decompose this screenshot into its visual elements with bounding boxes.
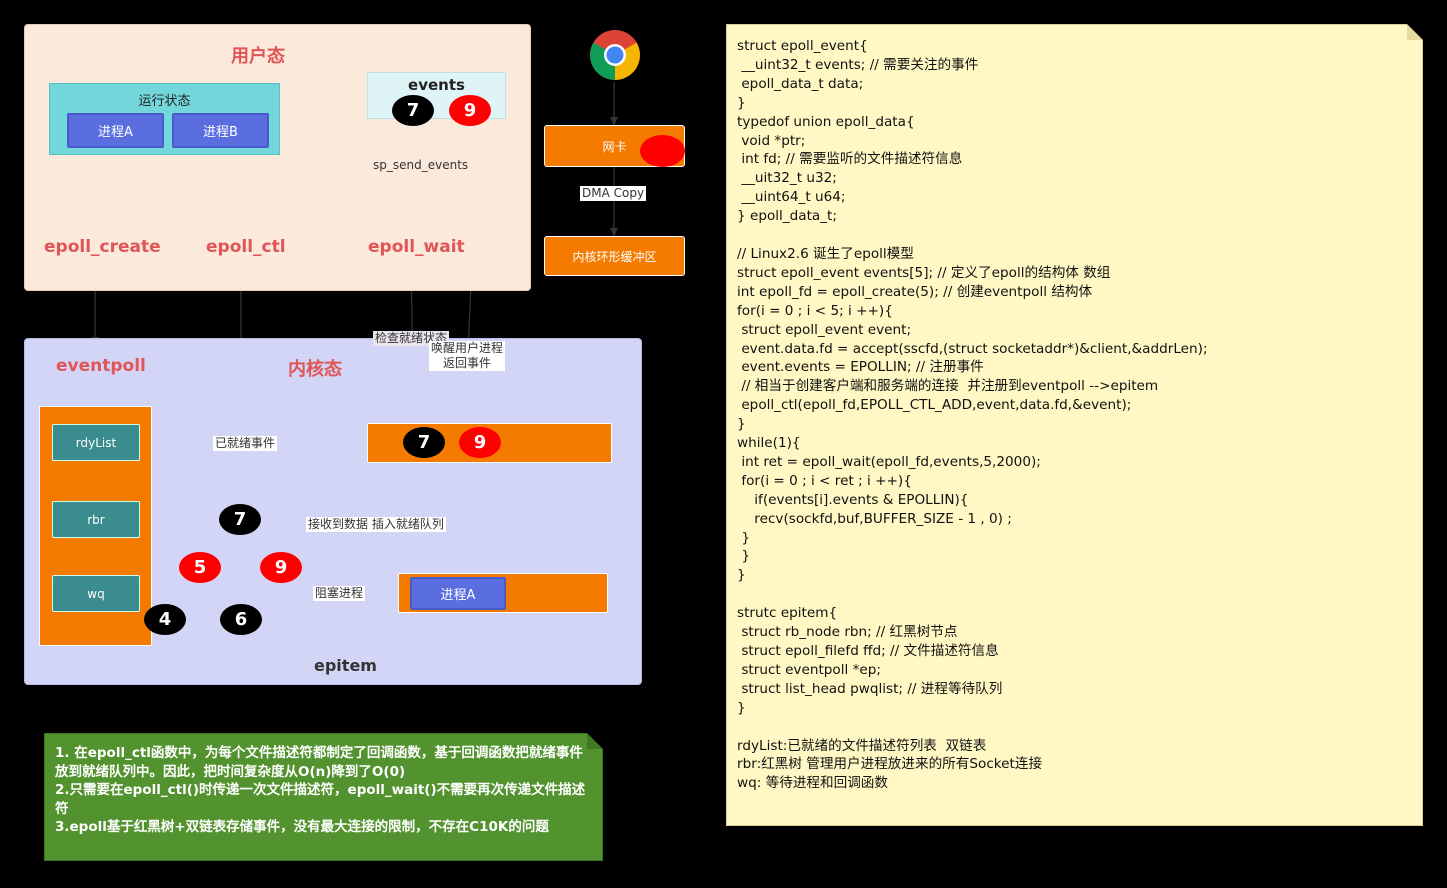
process-a-kernel: 进程A [410, 577, 506, 610]
code-line: epoll_data_t data; [737, 75, 864, 92]
code-line: typedof union epoll_data{ [737, 113, 915, 130]
note-line-1: 1. 在epoll_ctl函数中，为每个文件描述符都制定了回调函数，基于回调函数… [55, 745, 583, 780]
code-line: struct epoll_event event; [737, 321, 912, 338]
code-block: struct epoll_event{ __uint32_t events; /… [727, 25, 1422, 793]
code-line: strutc epitem{ [737, 605, 838, 622]
ring-buffer-box: 内核环形缓冲区 [544, 236, 685, 276]
recv-label: 接收到数据 插入就绪队列 [306, 517, 446, 532]
code-line: struct epoll_event{ [737, 38, 868, 54]
eventpoll-label: eventpoll [56, 356, 146, 376]
tree-node-5: 5 [179, 552, 221, 583]
epoll-wait-label: epoll_wait [368, 237, 465, 257]
code-line [737, 226, 1422, 245]
code-line: // Linux2.6 诞生了epoll模型 [737, 245, 914, 262]
note-line-2: 2.只需要在epoll_ctl()时传递一次文件描述符，epoll_wait()… [55, 782, 586, 817]
process-b-user: 进程B [172, 113, 269, 148]
ready-value-7: 7 [403, 427, 445, 458]
note-line-3: 3.epoll基于红黑树+双链表存储事件，没有最大连接的限制，不存在C10K的问… [55, 819, 549, 835]
code-line: while(1){ [737, 435, 801, 452]
user-space-title: 用户态 [231, 46, 285, 67]
code-line: struct epoll_event events[5]; // 定义了epol… [737, 264, 1111, 281]
code-line: // 相当于创建客户端和服务端的连接 并注册到eventpoll -->epit… [737, 378, 1159, 395]
tree-node-6: 6 [220, 604, 262, 635]
code-line [737, 585, 1422, 604]
code-line: rdyList:已就绪的文件描述符列表 双链表 [737, 737, 987, 754]
tree-node-7: 7 [219, 504, 261, 535]
epoll-ctl-label: epoll_ctl [206, 237, 286, 257]
code-line: struct eventpoll *ep; [737, 661, 881, 678]
code-line: } [737, 529, 750, 546]
kernel-space-title: 内核态 [288, 359, 342, 380]
note-fold-corner [1407, 24, 1423, 40]
code-line: event.events = EPOLLIN; // 注册事件 [737, 359, 984, 376]
code-line: for(i = 0 ; i < ret ; i ++){ [737, 472, 912, 489]
events-value-7: 7 [392, 95, 434, 126]
epoll-create-label: epoll_create [44, 237, 161, 257]
sp-send-events-label: sp_send_events [371, 158, 471, 173]
events-label: events [408, 76, 465, 94]
epitem-label: epitem [314, 656, 377, 675]
code-line: struct list_head pwqlist; // 进程等待队列 [737, 680, 1003, 697]
code-line: __uint64_t u64; [737, 189, 846, 206]
code-line: recv(sockfd,buf,BUFFER_SIZE - 1 , 0) ; [737, 510, 1012, 527]
code-line: int fd; // 需要监听的文件描述符信息 [737, 151, 963, 168]
events-value-9: 9 [449, 95, 491, 126]
running-state-label: 运行状态 [138, 94, 191, 109]
code-line: int ret = epoll_wait(epoll_fd,events,5,2… [737, 453, 1041, 470]
wake-label-line-1: 唤醒用户进程 [431, 341, 504, 355]
wake-label: 唤醒用户进程 返回事件 [429, 341, 506, 371]
code-line: struct epoll_filefd ffd; // 文件描述符信息 [737, 643, 999, 659]
code-line: } [737, 94, 746, 111]
nic-red-dot [640, 135, 685, 167]
code-line: for(i = 0 ; i < 5; i ++){ [737, 302, 893, 319]
code-line: struct rb_node rbn; // 红黑树节点 [737, 624, 958, 641]
code-line: } [737, 567, 746, 584]
ready-event-label: 已就绪事件 [213, 436, 278, 451]
process-a-user: 进程A [67, 113, 164, 148]
code-line: if(events[i].events & EPOLLIN){ [737, 491, 969, 508]
code-line: rbr:红黑树 管理用户进程放进来的所有Socket连接 [737, 756, 1043, 773]
code-line: } [737, 548, 750, 565]
blocked-label: 阻塞进程 [313, 586, 366, 601]
code-line: __uit32_t u32; [737, 170, 837, 187]
wake-label-line-2: 返回事件 [443, 356, 492, 370]
code-line: int epoll_fd = epoll_create(5); // 创建eve… [737, 283, 1093, 300]
code-line: __uint32_t events; // 需要关注的事件 [737, 56, 979, 73]
rdylist-box: rdyList [52, 424, 140, 461]
chrome-icon [590, 30, 640, 80]
code-line [737, 718, 1422, 737]
dma-copy-label: DMA Copy [580, 186, 647, 201]
code-panel: struct epoll_event{ __uint32_t events; /… [726, 24, 1423, 826]
summary-fold-corner [587, 733, 603, 749]
code-line: event.data.fd = accept(sscfd,(struct soc… [737, 340, 1208, 357]
code-line: epoll_ctl(epoll_fd,EPOLL_CTL_ADD,event,d… [737, 397, 1132, 414]
code-line: void *ptr; [737, 132, 806, 149]
code-line: } [737, 416, 746, 433]
user-space-panel [24, 24, 531, 291]
code-line: } [737, 699, 746, 716]
ready-value-9: 9 [459, 427, 501, 458]
wq-box: wq [52, 575, 140, 612]
tree-node-9: 9 [260, 552, 302, 583]
code-line: wq: 等待进程和回调函数 [737, 775, 888, 792]
tree-node-4: 4 [144, 604, 186, 635]
summary-note: 1. 在epoll_ctl函数中，为每个文件描述符都制定了回调函数，基于回调函数… [44, 733, 603, 861]
rbr-box: rbr [52, 501, 140, 538]
code-line: } epoll_data_t; [737, 208, 837, 225]
